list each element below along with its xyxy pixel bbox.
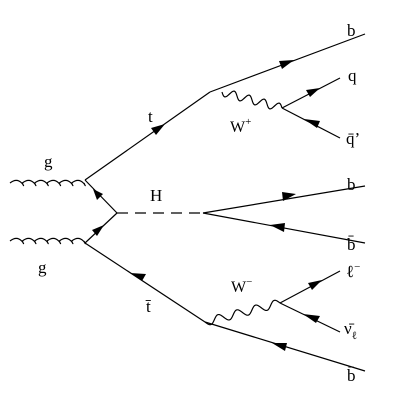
higgs-label: H: [150, 186, 162, 205]
w-minus-label: W−: [231, 276, 252, 296]
w-plus-charge: +: [245, 116, 251, 128]
w-plus-boson-line: [221, 90, 283, 110]
qbar-prime-label: q̄’: [346, 129, 360, 148]
w-minus-boson-line: [204, 299, 281, 326]
lepton-charge: −: [354, 261, 360, 273]
top-quark-label: t: [148, 107, 153, 126]
arrow-icon: [151, 124, 165, 135]
higgs-b-label: b: [347, 175, 356, 194]
lepton-label: ℓ−: [346, 261, 360, 281]
top-quark-line: [84, 91, 211, 181]
arrow-icon: [279, 60, 294, 69]
arrow-icon: [303, 314, 320, 323]
bbar-bottom-label: b̄: [347, 366, 356, 385]
arrow-icon: [130, 273, 146, 281]
arrow-icon: [282, 192, 296, 201]
antitop-quark-label: t̄: [145, 297, 151, 316]
w-minus-charge: −: [246, 276, 252, 288]
arrow-icon: [93, 189, 103, 200]
arrow-icon: [304, 119, 320, 128]
gluon-top-label: g: [44, 152, 53, 171]
w-plus-label: W+: [230, 116, 251, 136]
w-plus-letter: W: [230, 119, 246, 136]
w-minus-letter: W: [231, 279, 247, 296]
arrow-icon: [272, 343, 287, 351]
arrow-icon: [270, 223, 285, 232]
arrow-icon: [306, 88, 320, 97]
internal-fermion-top: [84, 179, 118, 214]
gluon-bottom-label: g: [38, 258, 47, 277]
lepton-letter: ℓ: [346, 262, 354, 281]
gluon-line-bottom: [9, 237, 86, 245]
antitop-quark-line: [84, 242, 206, 323]
higgs-bbar-label: b̄: [347, 235, 356, 254]
antineutrino-letter: ν̄: [344, 319, 355, 338]
antineutrino-label: ν̄ℓ: [344, 319, 357, 342]
gluon-line-top: [9, 179, 86, 187]
b-top-label: b: [347, 21, 356, 40]
arrow-icon: [92, 225, 104, 236]
arrow-icon: [308, 280, 322, 290]
q-label: q: [348, 66, 357, 85]
lepton-line: [279, 270, 341, 304]
antineutrino-subscript: ℓ: [352, 330, 357, 342]
